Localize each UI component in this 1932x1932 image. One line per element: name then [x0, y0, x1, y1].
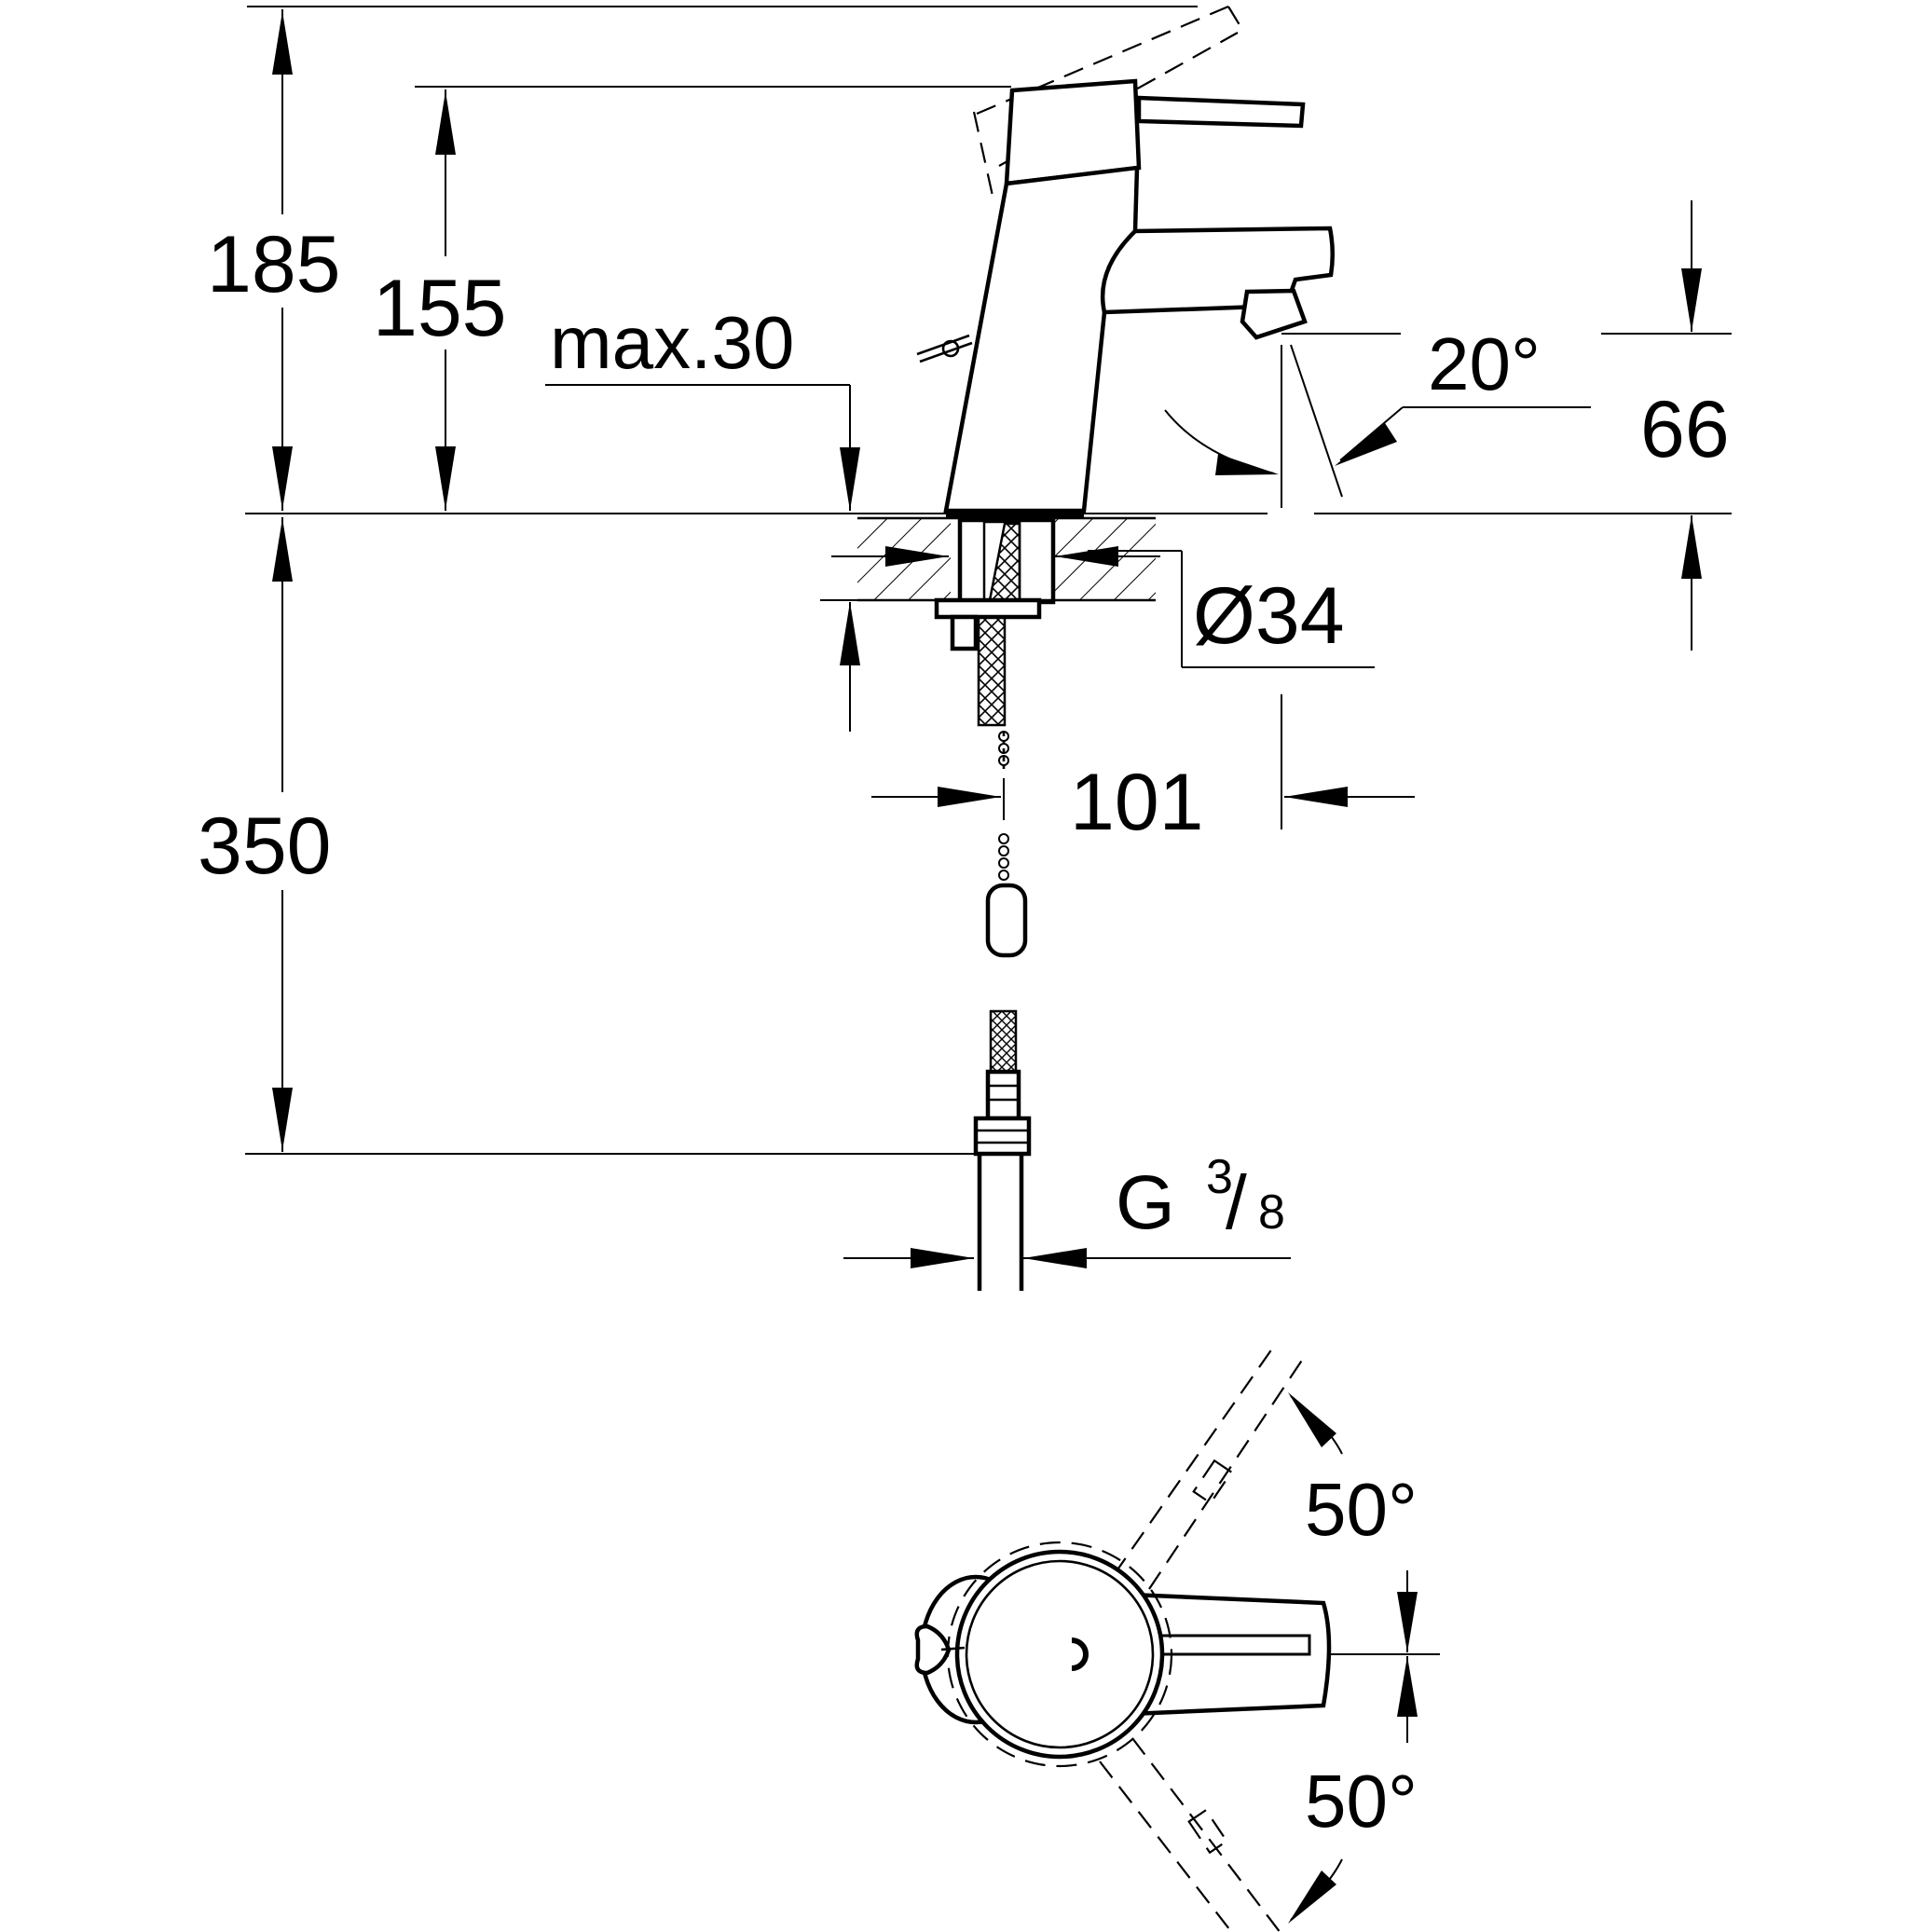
dim-66: 66: [1640, 385, 1730, 474]
dim-155: 155: [373, 264, 507, 353]
dim-max30: max.30: [550, 301, 794, 384]
dim-angle-50-bottom: 50°: [1305, 1760, 1418, 1843]
plug-chain: [985, 731, 1028, 958]
faucet-top-view: [914, 1341, 1332, 1932]
thread-numerator: 3: [1206, 1150, 1233, 1204]
countertop-section: [857, 516, 1156, 727]
dim-angle-20: 20°: [1428, 322, 1541, 405]
thread-denominator: 8: [1258, 1185, 1285, 1240]
dim-angle-50-top: 50°: [1305, 1468, 1418, 1551]
thread-g: G: [1116, 1160, 1175, 1245]
dim-350: 350: [198, 802, 332, 891]
dim-diameter-34: Ø34: [1193, 571, 1345, 661]
dim-101: 101: [1070, 758, 1204, 847]
faucet-side-view: [916, 5, 1335, 518]
thread-slash: /: [1226, 1160, 1247, 1245]
dimension-labels: 185 155 max.30 350 20° 66 Ø34 101 G 3 / …: [198, 220, 1730, 1843]
dim-185: 185: [207, 220, 341, 309]
dimension-lines: [245, 6, 1732, 1924]
supply-hose: [973, 1009, 1032, 1291]
